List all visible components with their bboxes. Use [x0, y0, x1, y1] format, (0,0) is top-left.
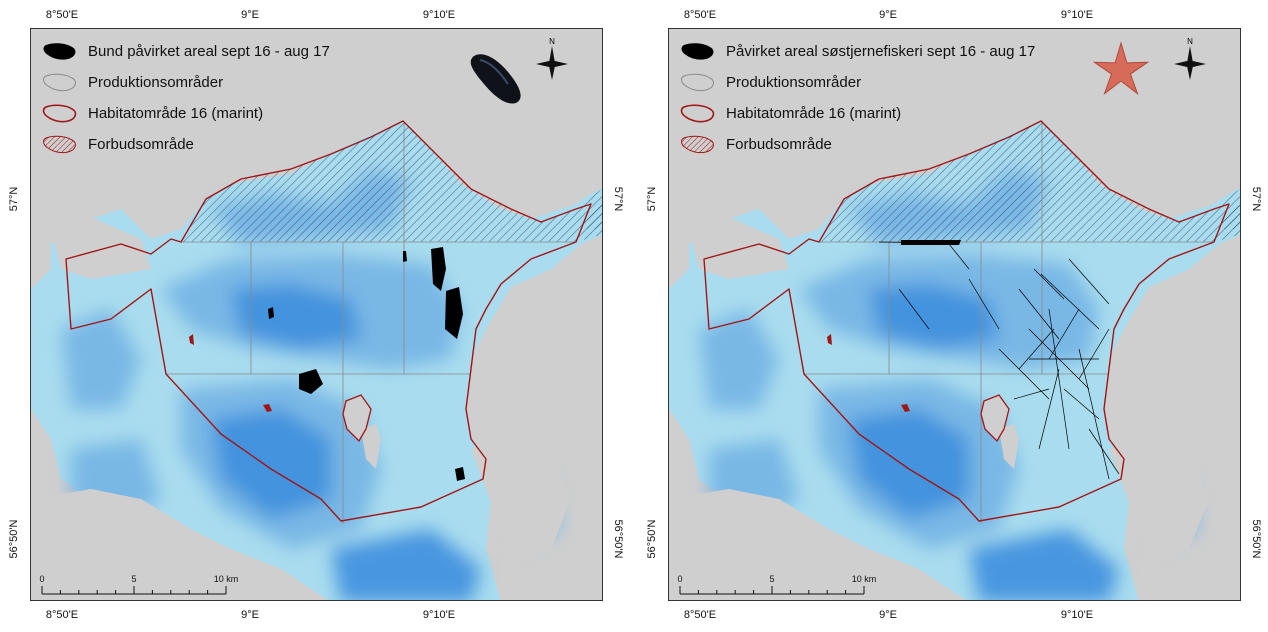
- bottom-tick-label: 8°50'E: [683, 609, 717, 621]
- land-area: [999, 424, 1019, 469]
- legend-label: Habitatområde 16 (marint): [88, 105, 264, 122]
- land-area: [31, 489, 328, 600]
- legend-label: Produktionsområder: [88, 74, 224, 91]
- scale-bar-label: 0: [39, 574, 45, 584]
- land-area: [1109, 439, 1209, 569]
- scale-bar: 0 5 10 km: [677, 574, 878, 600]
- scale-bar-label: 5: [769, 574, 775, 584]
- bottom-tick-label: 9°E: [879, 609, 897, 621]
- island: [980, 394, 1010, 443]
- bottom-tick-label: 9°E: [241, 609, 259, 621]
- legend: Påvirket areal søstjernefiskeri sept 16 …: [678, 36, 1035, 160]
- map-panel-right: 8°50'E 9°E 9°10'E 8°50'E 9°E 9°10'E 57°N 56°50'…: [638, 0, 1268, 632]
- left-tick-label: 56°50'N: [646, 519, 658, 559]
- legend-item: Forbudsområde: [678, 129, 1035, 160]
- land-area: [689, 217, 789, 279]
- legend-item: Habitatområde 16 (marint): [678, 98, 1035, 129]
- top-tick-label: 8°50'E: [683, 9, 717, 21]
- legend-item: Produktionsområder: [40, 67, 330, 98]
- impacted-area-swatch: [43, 42, 76, 60]
- forbidden-area: [579, 201, 602, 229]
- left-tick-label: 57°N: [646, 186, 658, 212]
- scale-bar-label: 5: [131, 574, 137, 584]
- legend-label: Forbudsområde: [88, 136, 194, 153]
- map-frame[interactable]: [30, 28, 603, 601]
- island: [342, 394, 372, 443]
- small-islet: [901, 404, 910, 412]
- legend-label: Habitatområde 16 (marint): [726, 105, 902, 122]
- scale-bar-label: 10 km: [851, 574, 877, 584]
- scale-bar-graphic: [41, 586, 227, 595]
- forbidden-area-swatch: [43, 135, 76, 153]
- top-tick-label: 9°E: [879, 9, 897, 21]
- mussel-icon: [470, 54, 521, 104]
- starfish-icon: [1092, 41, 1150, 96]
- legend-item: Produktionsområder: [678, 67, 1035, 98]
- impacted-area-swatch: [681, 42, 714, 60]
- legend-label: Forbudsområde: [726, 136, 832, 153]
- top-tick-label: 9°10'E: [422, 9, 456, 21]
- small-islet: [189, 334, 194, 345]
- scale-bar-label: 10 km: [213, 574, 239, 584]
- north-label: N: [549, 37, 555, 46]
- production-area-grid: [166, 121, 576, 524]
- legend-item: Habitatområde 16 (marint): [40, 98, 330, 129]
- left-tick-label: 57°N: [8, 186, 20, 212]
- habitat-area-border: [65, 120, 592, 522]
- legend-label: Produktionsområder: [726, 74, 862, 91]
- scale-bar-label: 0: [677, 574, 683, 584]
- compass-icon: N: [1174, 37, 1206, 80]
- habitat-area-swatch: [42, 103, 77, 122]
- small-islet: [827, 334, 832, 345]
- forbidden-area: [819, 121, 1240, 242]
- legend-label: Påvirket areal søstjernefiskeri sept 16 …: [726, 43, 1036, 60]
- forbidden-area: [1217, 201, 1240, 229]
- land-area: [51, 217, 151, 279]
- forbidden-area: [181, 121, 602, 242]
- top-tick-label: 9°10'E: [1060, 9, 1094, 21]
- scale-bar: 0 5 10 km: [39, 574, 240, 600]
- right-tick-label: 57°N: [1250, 186, 1262, 212]
- right-tick-label: 56°50'N: [612, 519, 624, 559]
- legend: Bund påvirket areal sept 16 - aug 17 Prod…: [40, 36, 330, 160]
- forbidden-area-swatch: [681, 135, 714, 153]
- bottom-tick-label: 9°10'E: [422, 609, 456, 621]
- north-label: N: [1187, 37, 1193, 46]
- map-panel-left: 8°50'E 9°E 9°10'E 8°50'E 9°E 9°10'E 57°N 56°50'…: [0, 0, 630, 632]
- right-tick-label: 56°50'N: [1250, 519, 1262, 559]
- compass-icon: N: [536, 37, 568, 80]
- habitat-area-swatch: [680, 103, 715, 122]
- bottom-tick-label: 9°10'E: [1060, 609, 1094, 621]
- top-tick-label: 8°50'E: [45, 9, 79, 21]
- map-canvas[interactable]: [31, 29, 603, 601]
- scale-bar-graphic: [679, 586, 865, 595]
- production-area-swatch: [43, 73, 76, 91]
- north-arrow-icon: N: [1172, 36, 1208, 80]
- north-arrow-icon: N: [534, 36, 570, 80]
- land-area: [361, 424, 381, 469]
- production-area-swatch: [681, 73, 714, 91]
- legend-item: Bund påvirket areal sept 16 - aug 17: [40, 36, 330, 67]
- legend-item: Forbudsområde: [40, 129, 330, 160]
- legend-label: Bund påvirket areal sept 16 - aug 17: [88, 43, 330, 60]
- impacted-area: [268, 247, 465, 481]
- bottom-tick-label: 8°50'E: [45, 609, 79, 621]
- right-tick-label: 57°N: [612, 186, 624, 212]
- land-area: [471, 439, 571, 569]
- legend-item: Påvirket areal søstjernefiskeri sept 16 …: [678, 36, 1035, 67]
- left-tick-label: 56°50'N: [8, 519, 20, 559]
- habitat-area-border: [703, 120, 1230, 522]
- map-canvas[interactable]: [669, 29, 1241, 601]
- map-frame[interactable]: [668, 28, 1241, 601]
- land-area: [669, 489, 966, 600]
- small-islet: [263, 404, 272, 412]
- top-tick-label: 9°E: [241, 9, 259, 21]
- impacted-area: [878, 240, 1120, 480]
